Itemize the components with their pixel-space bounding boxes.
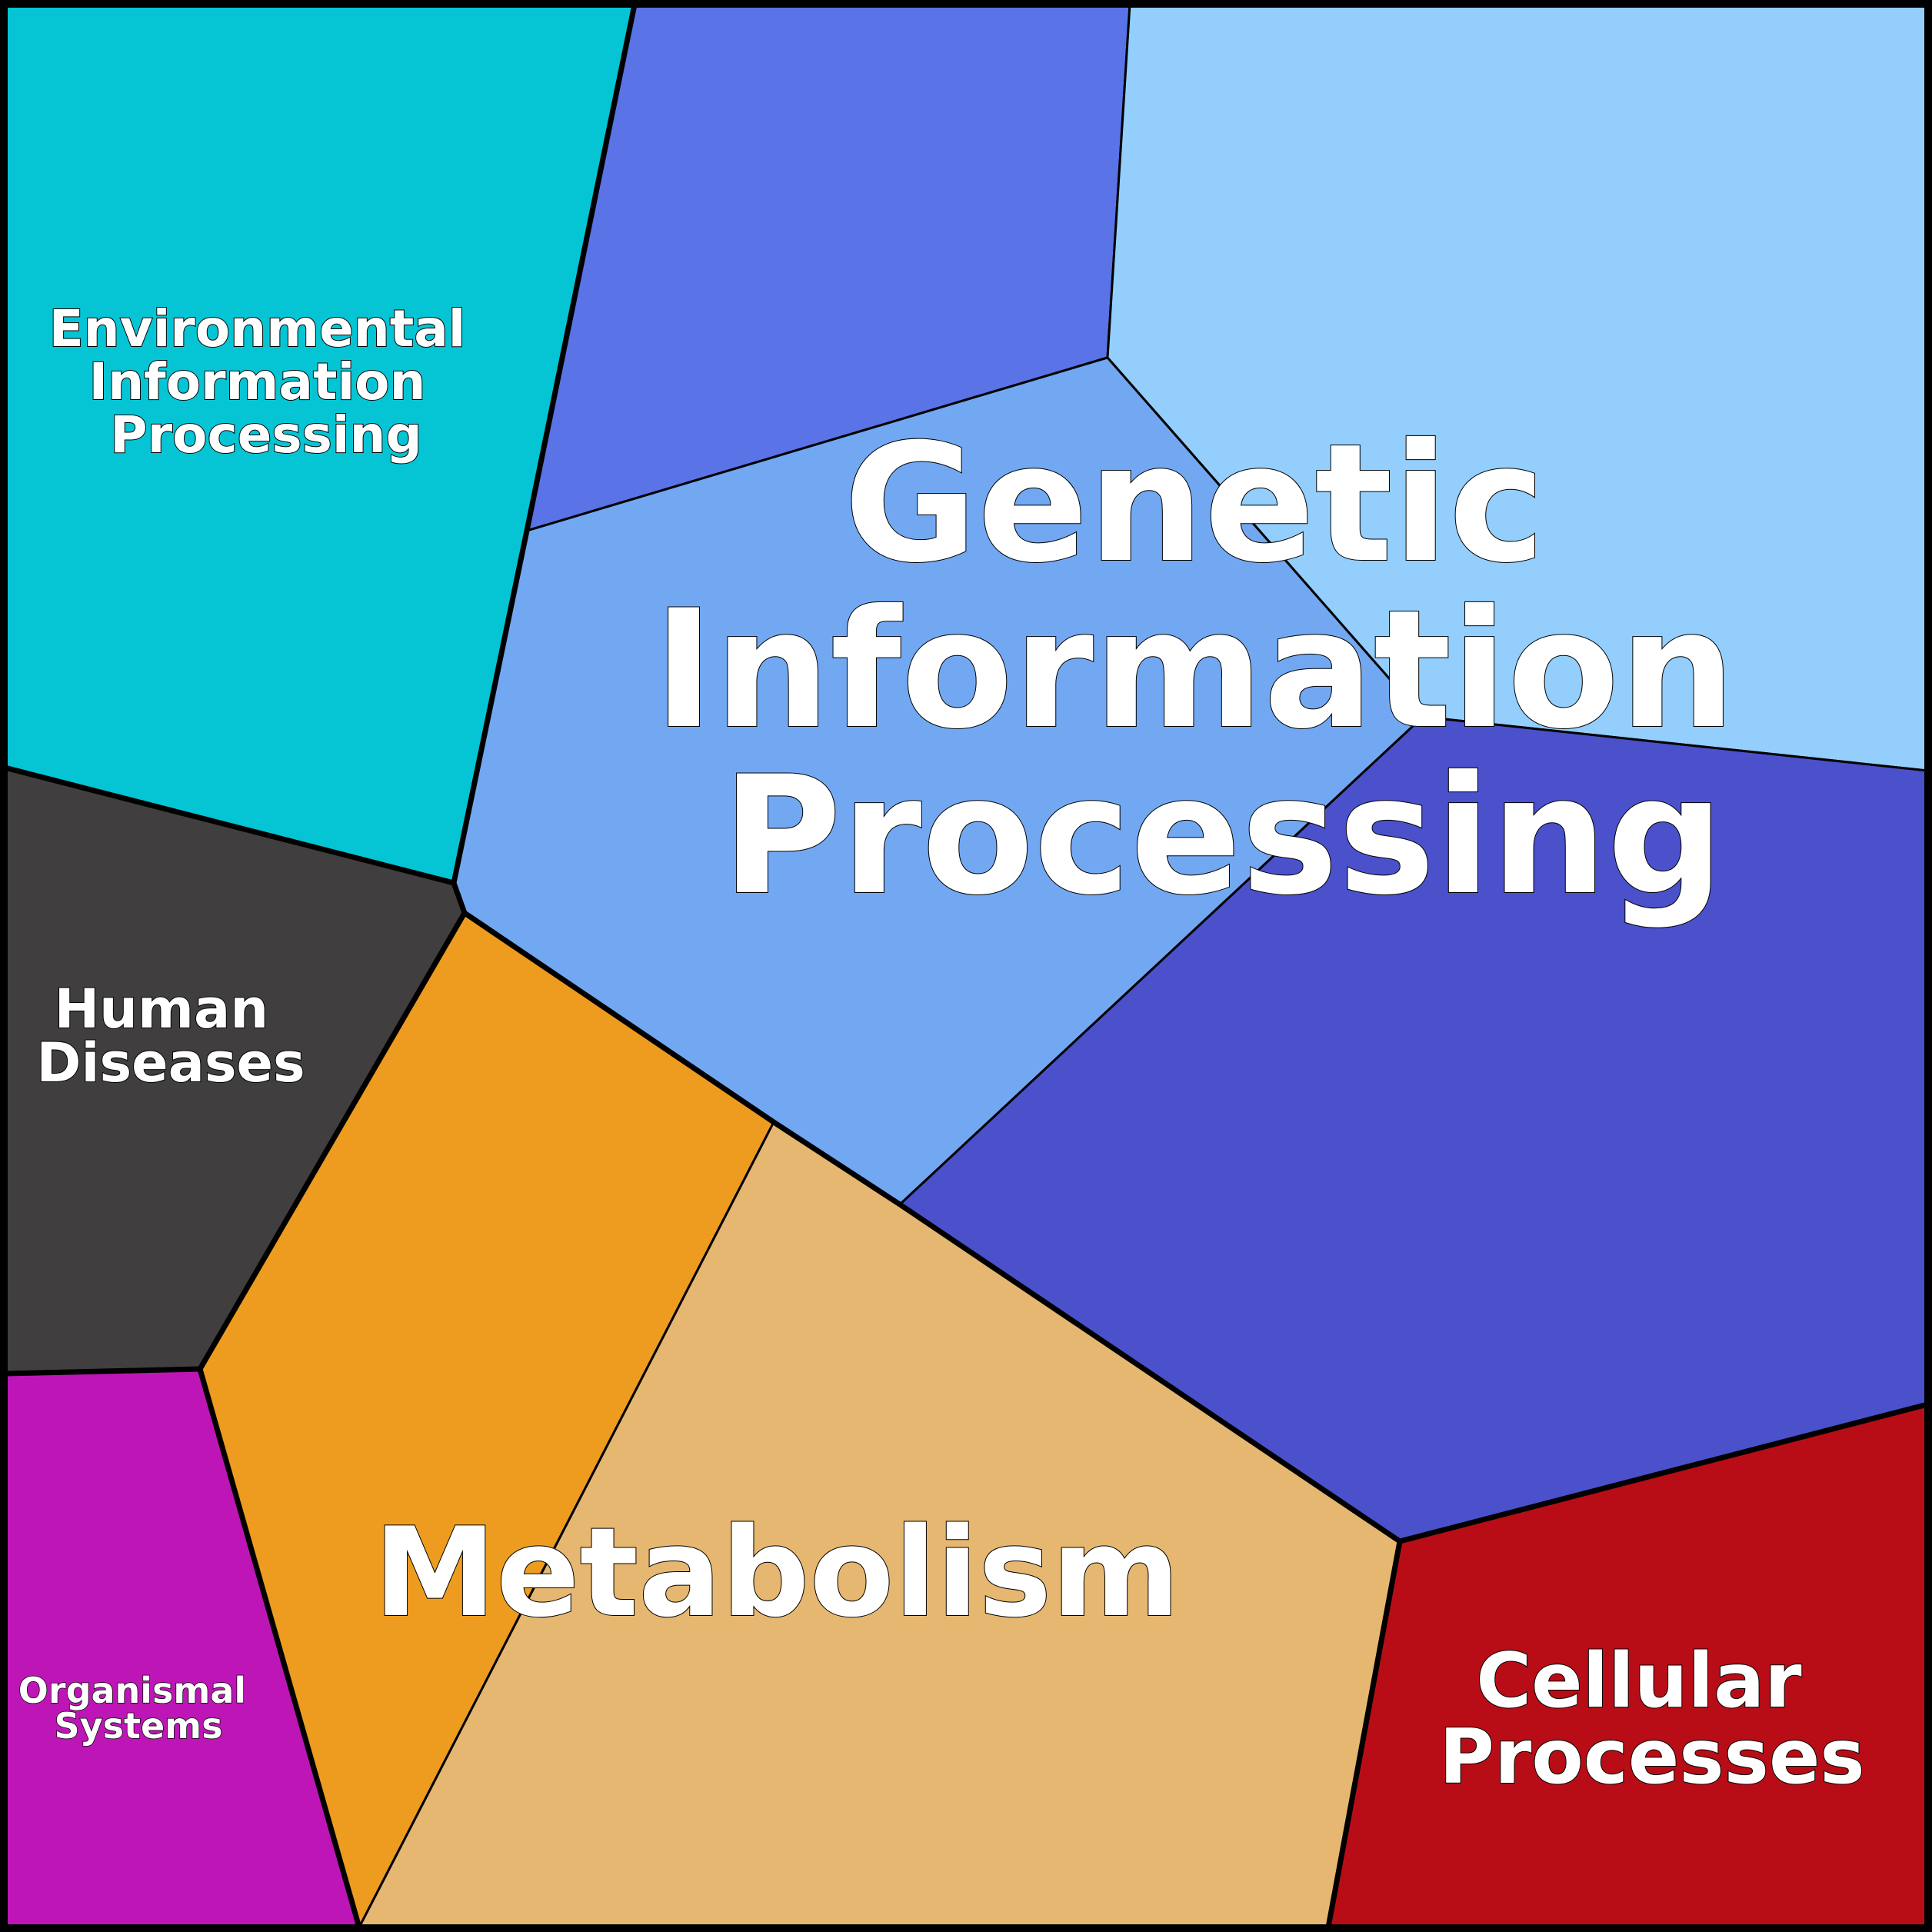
boundary-environmental-genetic — [451, 2, 638, 886]
label-line: Processing — [110, 405, 422, 465]
label-line: Processes — [1439, 1714, 1865, 1801]
boundary-metabolism-cellular — [1325, 1538, 1403, 1930]
label-line: Organismal — [18, 1670, 246, 1711]
label-environmental-information-processing: Environmental Information Processing — [49, 299, 484, 465]
boundary-organismal-metabolism — [197, 1366, 362, 1930]
label-cellular-processes: Cellular Processes — [1439, 1637, 1865, 1801]
boundary-environmental-human — [2, 764, 468, 916]
label-line: Metabolism — [374, 1501, 1180, 1644]
label-line: Environmental — [49, 299, 466, 358]
boundary-genetic-metabolism — [461, 910, 1403, 1544]
boundary-human-organismal — [2, 1366, 203, 1377]
label-metabolism: Metabolism — [374, 1501, 1180, 1644]
label-line: Genetic — [844, 408, 1545, 598]
label-line: Systems — [55, 1705, 223, 1747]
label-genetic-information-processing: Genetic Information Processing — [654, 408, 1793, 931]
label-line: Diseases — [36, 1031, 305, 1094]
label-line: Cellular — [1476, 1637, 1802, 1725]
label-line: Processing — [722, 741, 1724, 931]
label-line: Human — [55, 978, 268, 1041]
label-line: Information — [89, 352, 426, 411]
label-line: Information — [654, 575, 1736, 764]
label-human-diseases: Human Diseases — [36, 978, 305, 1094]
boundary-human-metabolism — [197, 910, 468, 1372]
boundary-genetic-cellular — [1397, 1401, 1930, 1544]
label-organismal-systems: Organismal Systems — [18, 1670, 258, 1747]
